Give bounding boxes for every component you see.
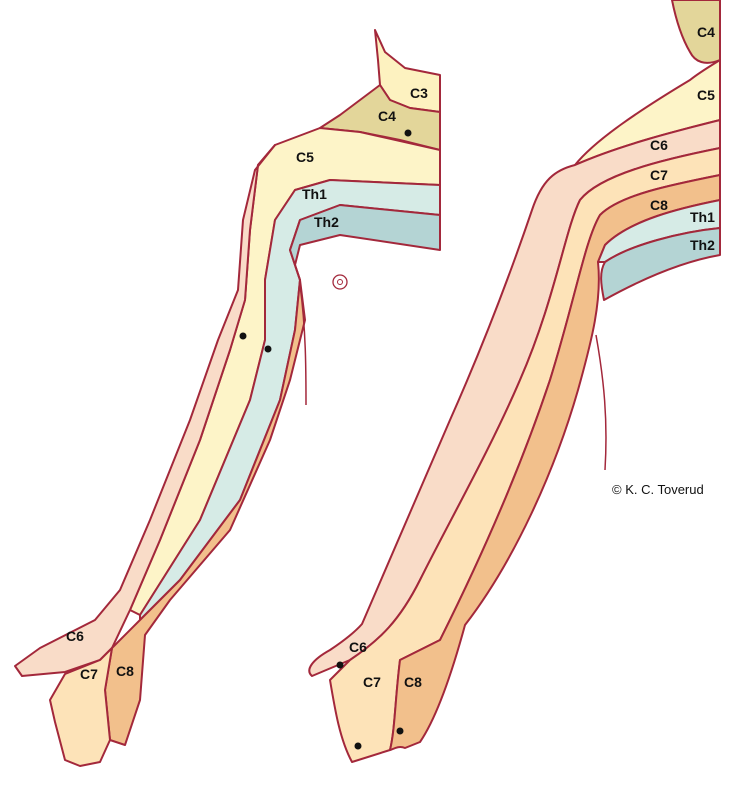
test-point-dot — [264, 345, 272, 353]
region-c8 — [389, 174, 721, 751]
label-c8-hand: C8 — [404, 674, 422, 690]
test-point-dot — [354, 742, 362, 750]
label-c3: C3 — [410, 85, 428, 101]
label-th2: Th2 — [314, 214, 339, 230]
label-c5: C5 — [697, 87, 715, 103]
label-th1: Th1 — [690, 209, 715, 225]
right-arm-figure: C4 C5 C6 C7 C8 Th1 Th2 C6 C7 C8 — [308, 0, 721, 763]
left-arm-figure: C3 C4 C5 Th1 Th2 C6 C7 C8 — [14, 29, 441, 767]
label-th2: Th2 — [690, 237, 715, 253]
label-c6: C6 — [66, 628, 84, 644]
region-c7 — [49, 647, 113, 767]
region-c8 — [104, 279, 306, 746]
test-point-dot — [239, 332, 247, 340]
region-th2 — [289, 204, 441, 281]
label-c8: C8 — [650, 197, 668, 213]
region-c6 — [14, 144, 276, 677]
test-point-dot — [336, 661, 344, 669]
region-th2 — [600, 227, 721, 301]
label-c7: C7 — [650, 167, 668, 183]
nerve-line — [595, 334, 607, 471]
label-c8: C8 — [116, 663, 134, 679]
label-th1: Th1 — [302, 186, 327, 202]
label-c7-hand: C7 — [363, 674, 381, 690]
label-c5: C5 — [296, 149, 314, 165]
test-point-dot — [404, 129, 412, 137]
label-c4: C4 — [697, 24, 715, 40]
label-c6-hand: C6 — [349, 639, 367, 655]
label-c7: C7 — [80, 666, 98, 682]
test-point-dot — [396, 727, 404, 735]
nerve-line — [299, 284, 307, 406]
label-c4: C4 — [378, 108, 396, 124]
label-c6: C6 — [650, 137, 668, 153]
navel-icon — [332, 274, 348, 290]
copyright-notice: © K. C. Toverud — [612, 482, 704, 497]
